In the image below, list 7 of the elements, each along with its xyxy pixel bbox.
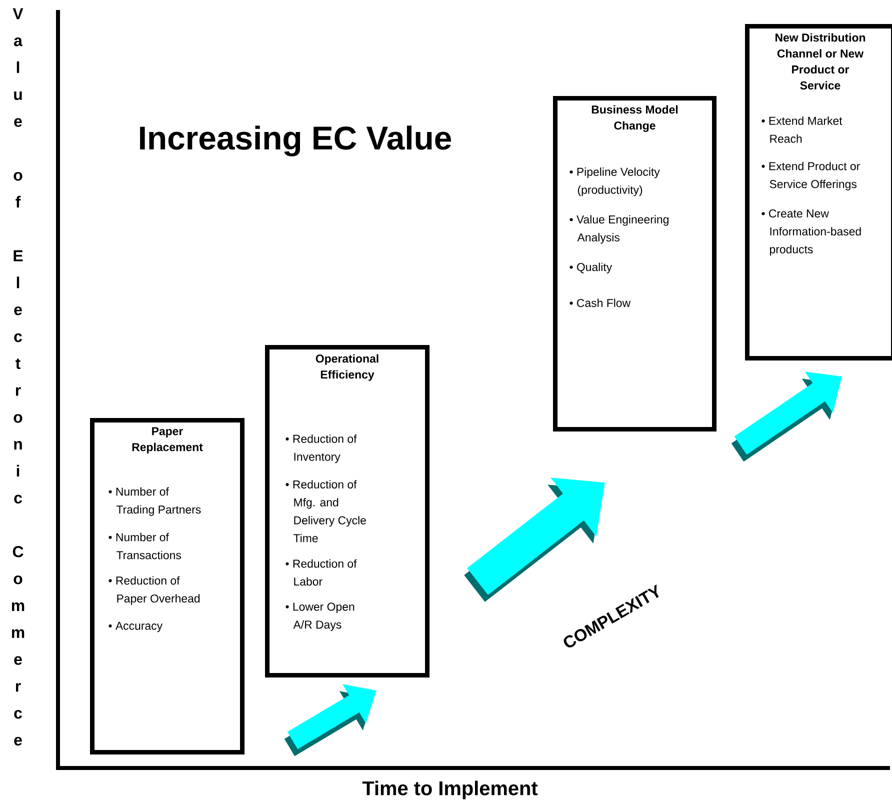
axis-label: Value of Electronic Commerce bbox=[12, 8, 24, 746]
stage-box: Operational Efficiency • Reduction of Inventory • Reduction of Mfg. and Delivery Cycle Time • Reduction of Labor • Lower Open A/R Days bbox=[265, 345, 430, 678]
stage-box: New Distribution Channel or New Product or Service • Extend Market Reach • Extend Product or Service Offerings • Create New Information-based products bbox=[745, 24, 892, 360]
axis-label: Time to Implement bbox=[362, 780, 538, 800]
stage-box: Paper Replacement • Number of Trading Partners • Number of Transactions • Reduction of Paper Overhead • Accuracy bbox=[90, 418, 244, 754]
chart-title: Increasing EC Value bbox=[140, 126, 452, 156]
stage-box: Business Model Change • Pipeline Velocity (productivity) • Value Engineering Analysis • Quality • Cash Flow bbox=[553, 96, 716, 432]
